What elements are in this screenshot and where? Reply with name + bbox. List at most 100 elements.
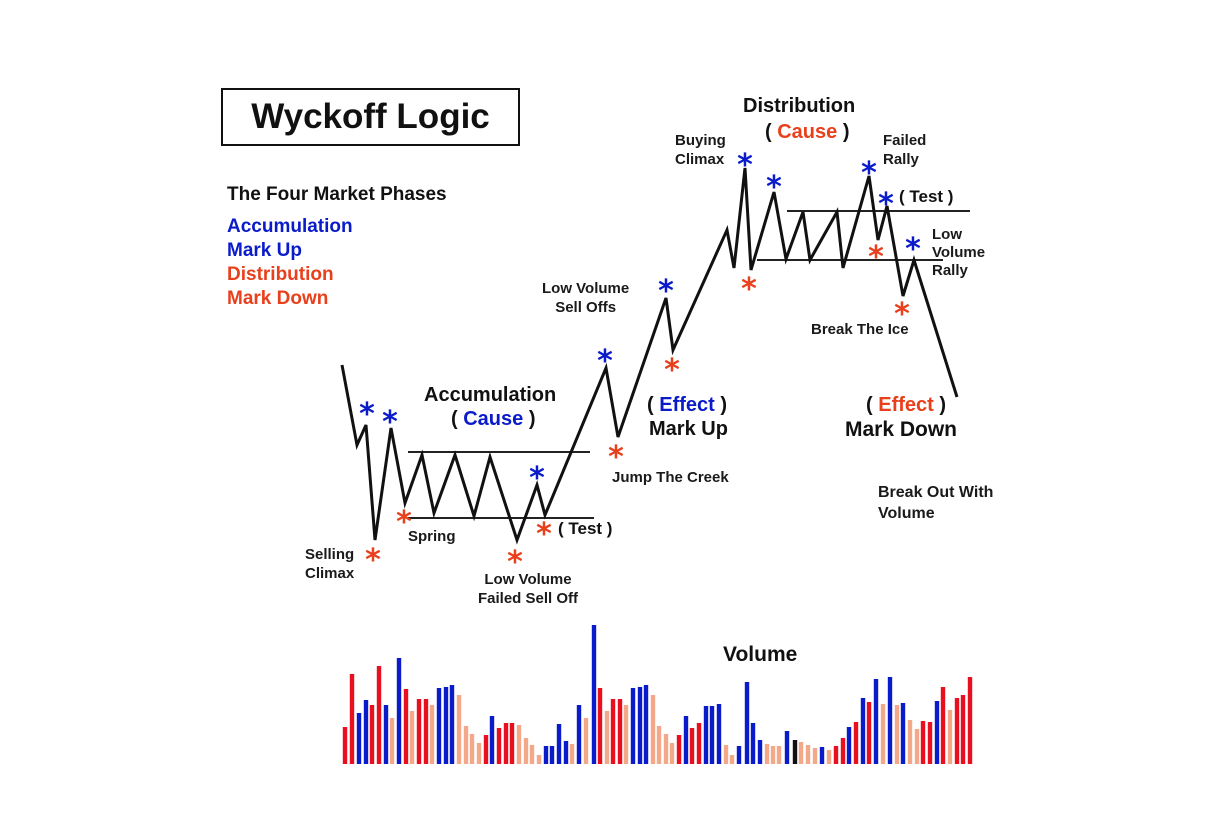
- volume-bar: [604, 711, 610, 764]
- volume-bar: [689, 728, 695, 764]
- paren-open: (: [647, 394, 654, 416]
- price-path: [340, 167, 959, 545]
- volume-bar: [873, 679, 879, 764]
- volume-bar: [669, 743, 675, 764]
- volume-bar: [489, 716, 495, 764]
- blue-star-icon: *: [529, 461, 545, 496]
- volume-bar: [914, 729, 920, 764]
- blue-star-icon: *: [597, 344, 613, 379]
- volume-bar: [736, 746, 742, 764]
- red-star-icon: *: [664, 353, 680, 388]
- volume-bar: [643, 685, 649, 764]
- annotation-low-volume-sell-offs: Low Volume Sell Offs: [542, 279, 629, 317]
- paren-close: ): [939, 394, 947, 416]
- volume-bar: [569, 744, 575, 764]
- volume-bar: [423, 699, 429, 764]
- volume-bar: [846, 727, 852, 764]
- volume-bar: [798, 742, 804, 764]
- red-star-icon: *: [536, 517, 552, 552]
- volume-bar: [509, 723, 515, 764]
- legend-phase-markup: Mark Up: [227, 240, 302, 261]
- markup-title: Mark Up: [649, 418, 728, 440]
- volume-bar: [529, 745, 535, 764]
- paren-open: (: [765, 121, 772, 143]
- annotation-selling-climax: Selling Climax: [305, 545, 354, 583]
- range-lines: [408, 210, 970, 519]
- line-1: Low Volume: [484, 571, 572, 588]
- volume-bar: [449, 685, 455, 764]
- line-3: Rally: [932, 262, 968, 279]
- volume-bar: [556, 724, 562, 764]
- page-title: Wyckoff Logic: [251, 97, 490, 136]
- volume-bar: [597, 688, 603, 764]
- paren-close: ): [528, 408, 536, 430]
- annotation-jump-the-creek: Jump The Creek: [612, 469, 729, 486]
- red-star-icon: *: [608, 440, 624, 475]
- line-1: Failed: [883, 132, 927, 149]
- volume-bar: [369, 705, 375, 764]
- volume-bar: [716, 704, 722, 764]
- volume-bar: [934, 701, 940, 764]
- volume-bar: [840, 738, 846, 764]
- volume-bar: [744, 682, 750, 764]
- phase-stars: *******************: [359, 148, 921, 580]
- annotation-low-volume-rally: Low Volume Rally: [932, 226, 985, 280]
- volume-bar: [764, 744, 770, 764]
- volume-bar: [709, 706, 715, 764]
- distribution-title: Distribution: [743, 95, 856, 117]
- line-2: Sell Offs: [555, 299, 617, 316]
- line-2: Volume: [878, 505, 935, 522]
- volume-bar: [676, 735, 682, 764]
- volume-bar: [403, 689, 409, 764]
- volume-bar: [543, 746, 549, 764]
- annotation-break-the-ice: Break The Ice: [811, 321, 909, 338]
- volume-bar: [696, 723, 702, 764]
- volume-bar: [396, 658, 402, 764]
- volume-bar: [503, 723, 509, 764]
- volume-bar: [920, 721, 926, 764]
- volume-bar: [342, 727, 348, 764]
- volume-bar: [409, 711, 415, 764]
- line-2: Climax: [675, 151, 725, 168]
- volume-bar: [630, 688, 636, 764]
- volume-bar: [927, 722, 933, 764]
- red-star-icon: *: [868, 240, 884, 275]
- annotation-low-volume-failed-sell-off: Low Volume Failed Sell Off: [478, 570, 578, 608]
- volume-bar: [729, 755, 735, 764]
- effect-label: Effect: [878, 394, 934, 416]
- volume-bar: [940, 687, 946, 764]
- distribution-cause: ( Cause ): [765, 121, 850, 144]
- volume-bar: [476, 743, 482, 764]
- legend-phase-accumulation: Accumulation: [227, 216, 353, 237]
- markdown-effect: ( Effect ): [866, 394, 946, 417]
- legend-phase-distribution: Distribution: [227, 264, 334, 285]
- volume-bar: [576, 705, 582, 764]
- volume-bar: [960, 695, 966, 764]
- red-star-icon: *: [396, 505, 412, 540]
- volume-bar: [683, 716, 689, 764]
- legend-phase-markdown: Mark Down: [227, 288, 329, 309]
- red-star-icon: *: [507, 545, 523, 580]
- markup-effect: ( Effect ): [647, 394, 727, 417]
- line-1: Selling: [305, 546, 355, 563]
- volume-bar: [523, 738, 529, 764]
- volume-bar: [610, 699, 616, 764]
- volume-bar: [356, 713, 362, 764]
- title-box: Wyckoff Logic: [221, 88, 520, 146]
- annotation-test-accumulation: ( Test ): [558, 519, 613, 538]
- legend-heading: The Four Market Phases: [227, 184, 447, 205]
- red-star-icon: *: [365, 543, 381, 578]
- volume-bar: [757, 740, 763, 764]
- volume-bar: [750, 723, 756, 764]
- volume-bar: [516, 725, 522, 764]
- volume-bar: [967, 677, 973, 764]
- volume-bar: [819, 747, 825, 764]
- line-2: Volume: [932, 244, 986, 261]
- paren-close: ): [720, 394, 728, 416]
- volume-bar: [536, 755, 542, 764]
- volume-bar: [583, 718, 589, 764]
- effect-label: Effect: [659, 394, 715, 416]
- volume-bar: [792, 740, 798, 764]
- red-star-icon: *: [741, 272, 757, 307]
